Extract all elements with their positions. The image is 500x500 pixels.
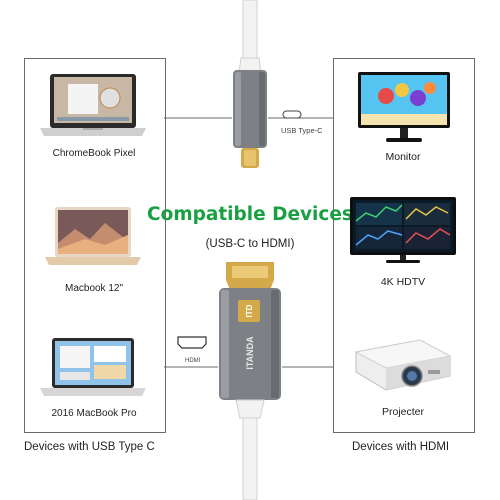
brand-mark: ITD	[238, 300, 260, 322]
right-panel-caption: Devices with HDMI	[352, 441, 450, 453]
device-label-chromebook: ChromeBook Pixel	[52, 148, 136, 159]
hdmi-port-label: HDMI	[185, 358, 201, 364]
tv-icon	[350, 197, 456, 263]
device-label-macbook-12: Macbook 12"	[64, 283, 124, 294]
page-title: Compatible Devices	[147, 204, 353, 225]
device-label-macbook-pro: 2016 MacBook Pro	[51, 408, 137, 419]
device-label-4k-hdtv: 4K HDTV	[380, 276, 426, 288]
device-label-monitor: Monitor	[385, 151, 421, 163]
left-panel-caption: Devices with USB Type C	[24, 441, 155, 453]
macbook-laptop-icon	[45, 207, 141, 265]
projector-icon	[354, 339, 452, 391]
device-label-projector: Projecter	[381, 406, 424, 418]
page-subtitle: (USB-C to HDMI)	[205, 238, 295, 250]
brand-text: ITANDA	[245, 336, 255, 370]
monitor-icon	[358, 72, 450, 142]
usb-type-c-label: USB Type-C	[281, 126, 323, 135]
macbook-pro-laptop-icon	[40, 338, 146, 396]
chromebook-laptop-icon	[40, 74, 146, 136]
